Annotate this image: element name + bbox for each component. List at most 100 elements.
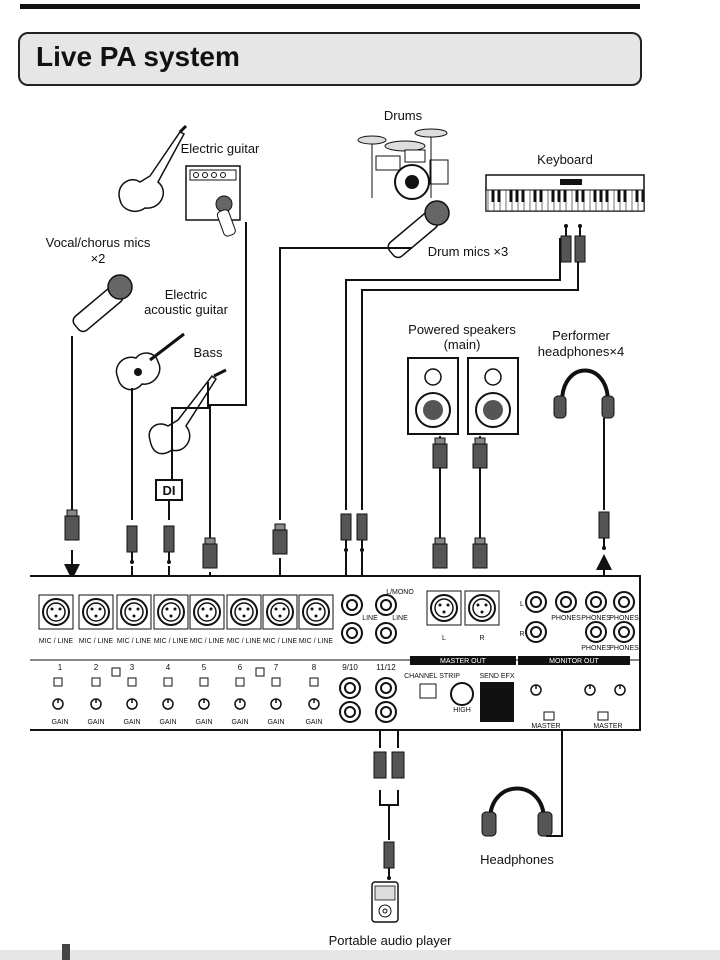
high-knob[interactable] [450,682,474,706]
jack-phones-e[interactable] [613,621,635,643]
label-performer-hp-2: headphones×4 [538,344,624,359]
svg-text:GAIN: GAIN [195,719,212,726]
svg-text:4: 4 [166,663,171,672]
title-box: Live PA system [18,32,642,86]
top-rule [20,4,640,9]
rca-ch9-10-r[interactable] [339,701,361,723]
svg-text:MIC / LINE: MIC / LINE [299,638,334,645]
jack-master-r[interactable] [464,590,500,626]
jack-phones-a[interactable] [555,591,577,613]
keyboard-black-key [557,190,561,202]
gain-knob-5[interactable] [198,698,210,710]
label-electric-acoustic-1: Electric [165,287,208,302]
keyboard-black-key [515,190,519,202]
keyboard-black-key [521,190,525,202]
monitor-knob-b[interactable] [584,684,596,696]
svg-text:PHONES: PHONES [581,615,611,622]
acoustic-guitar-illustration [115,332,185,391]
keyboard-black-key [497,190,501,202]
jack-ch2[interactable] [78,594,114,630]
svg-text:R: R [519,631,524,638]
cable-player-y [379,790,399,840]
jack-ch1[interactable] [38,594,74,630]
svg-text:MIC / LINE: MIC / LINE [79,638,114,645]
svg-text:LINE: LINE [392,615,408,622]
channel-numbers: 1 2 3 4 5 6 7 8 9/10 11/12 [58,663,396,672]
jack-ch5[interactable] [189,594,225,630]
label-powered-speakers-2: (main) [444,337,481,352]
headphones-illustration [481,786,553,837]
jack-ch7[interactable] [262,594,298,630]
jack-master-l[interactable] [426,590,462,626]
gain-knob-6[interactable] [234,698,246,710]
jack-ch11-12-r[interactable] [375,622,397,644]
monitor-knob-a[interactable] [530,684,542,696]
master-out-label: MASTER OUT [440,658,487,665]
label-bass: Bass [194,345,223,360]
svg-text:MASTER: MASTER [593,723,622,730]
cables [71,222,605,840]
svg-text:GAIN: GAIN [159,719,176,726]
label-keyboard: Keyboard [537,152,593,167]
label-drums: Drums [384,108,423,123]
rca-ch9-10-l[interactable] [339,677,361,699]
label-powered-speakers-1: Powered speakers [408,322,516,337]
jack-ch9-10-r[interactable] [341,622,363,644]
speaker-right [467,357,519,435]
svg-text:MIC / LINE: MIC / LINE [117,638,152,645]
monitor-knob-c[interactable] [614,684,626,696]
cable-amp-mic [209,222,247,540]
svg-text:L: L [520,601,524,608]
guitar-amp-illustration [185,165,241,221]
svg-text:R: R [479,635,484,642]
jack-phones-c[interactable] [613,591,635,613]
svg-text:MIC / LINE: MIC / LINE [154,638,189,645]
monitor-out-bar [518,656,630,665]
rca-ch11-12-r[interactable] [375,701,397,723]
plug-keyboard-top-r [574,223,586,263]
gain-knob-7[interactable] [270,698,282,710]
gain-knob-2[interactable] [90,698,102,710]
cable-keyboard-l [345,238,561,510]
gain-knob-8[interactable] [308,698,320,710]
jack-ch8[interactable] [298,594,334,630]
plug-rca-l [373,751,387,779]
svg-text:MIC / LINE: MIC / LINE [190,638,225,645]
jack-ch3[interactable] [116,594,152,630]
svg-text:7: 7 [274,663,279,672]
svg-text:MIC / LINE: MIC / LINE [39,638,74,645]
plug-bass [163,525,175,565]
svg-text:L: L [442,635,446,642]
jack-ch11-12-l[interactable] [375,594,397,616]
svg-text:5: 5 [202,663,207,672]
jack-phones-d[interactable] [585,621,607,643]
keyboard-black-key [533,190,537,202]
keyboard-black-key [491,190,495,202]
jack-ch6[interactable] [226,594,262,630]
jack-monitor-b[interactable] [525,621,547,643]
svg-text:MASTER: MASTER [531,723,560,730]
cable-keyboard-r [361,238,579,510]
gain-knob-4[interactable] [162,698,174,710]
jack-ch4[interactable] [153,594,189,630]
svg-text:L/MONO: L/MONO [386,589,414,596]
plug-keyboard-r [356,513,368,553]
jack-ch9-10-l[interactable] [341,594,363,616]
jack-phones-b[interactable] [585,591,607,613]
jack-labels: MIC / LINE MIC / LINE MIC / LINE MIC / L… [39,589,639,652]
svg-text:GAIN: GAIN [123,719,140,726]
label-electric-guitar: Electric guitar [181,141,260,156]
gain-knob-1[interactable] [52,698,64,710]
channel-controls: GAIN GAIN GAIN GAIN GAIN GAIN GAIN GAIN … [51,667,626,730]
svg-text:GAIN: GAIN [305,719,322,726]
keyboard-black-key [623,190,627,202]
svg-text:PHONES: PHONES [551,615,581,622]
keyboard-black-key [575,190,579,202]
rca-ch11-12-l[interactable] [375,677,397,699]
keyboard-black-key [563,190,567,202]
plug-keyboard-l [340,513,352,553]
jack-monitor-a[interactable] [525,591,547,613]
plug-acoustic [126,525,138,565]
gain-knob-3[interactable] [126,698,138,710]
